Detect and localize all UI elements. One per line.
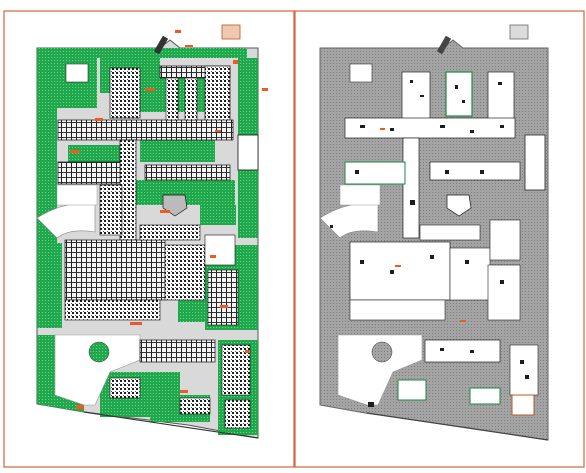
site-plan-color [36,24,268,439]
sheet-frame-right [294,10,585,468]
sheet-frame-left [3,10,295,468]
site-plan-grey [319,24,549,441]
